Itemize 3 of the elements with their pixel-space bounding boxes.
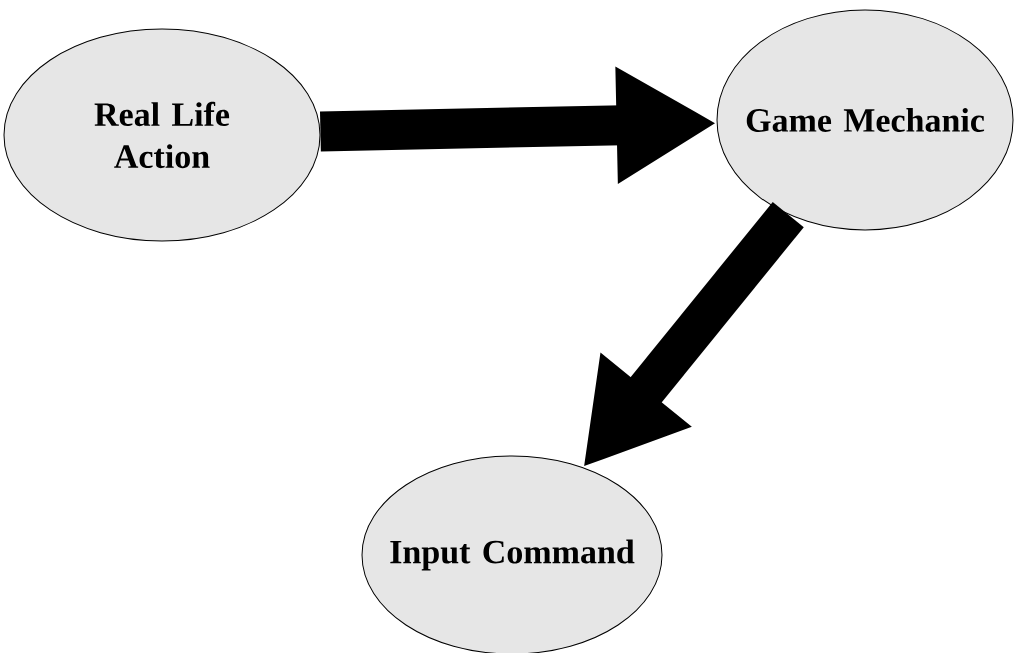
ellipse-node: Real Life Action [3,28,321,242]
ellipse-node: Game Mechanic [716,9,1014,231]
ellipse-node: Input Command [361,455,663,653]
